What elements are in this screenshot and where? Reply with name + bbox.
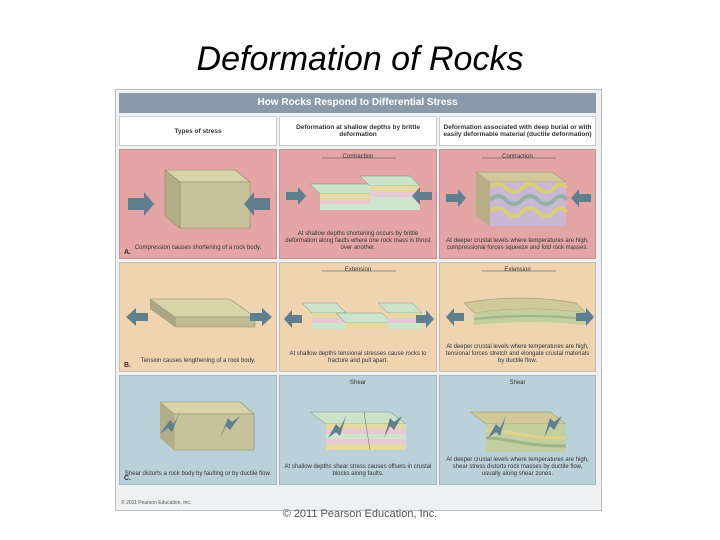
- sheared-block-illustration: [120, 376, 278, 486]
- slide-footer: © 2011 Pearson Education, Inc.: [0, 508, 720, 520]
- row-tension: Tension causes lengthening of a rock bod…: [119, 260, 596, 373]
- stretched-slab-illustration: [120, 263, 278, 373]
- cell-tension-ductile: Extension At deeper crustal levels where…: [439, 262, 596, 372]
- cell-shear-ductile: Shear At deeper crustal levels where tem…: [439, 375, 596, 485]
- cell-shear-stress: Shear distorts a rock body by faulting o…: [119, 375, 277, 485]
- cell-compression-ductile: Contraction At deeper crustal levels whe…: [439, 149, 596, 259]
- caption: At deeper crustal levels where temperatu…: [444, 457, 591, 478]
- row-shear: Shear distorts a rock body by faulting o…: [119, 373, 596, 486]
- row-compression: Compression causes shortening of a rock …: [119, 147, 596, 260]
- caption: At shallow depths tensional stresses cau…: [284, 351, 432, 365]
- cell-shear-brittle: Shear At shallow depths shear stress cau…: [279, 375, 437, 485]
- cell-compression-brittle: Contraction At shallow depths shortening…: [279, 149, 437, 259]
- caption: At shallow depths shortening occurs by b…: [284, 231, 432, 252]
- row-letter: C.: [124, 475, 131, 482]
- stress-figure: How Rocks Respond to Differential Stress…: [115, 89, 602, 511]
- figure-title: How Rocks Respond to Differential Stress: [119, 93, 596, 113]
- caption: At shallow depths shear stress causes of…: [284, 464, 432, 478]
- column-header-ductile: Deformation associated with deep burial …: [439, 116, 596, 146]
- caption: Shear distorts a rock body by faulting o…: [124, 471, 272, 478]
- column-header-types: Types of stress: [119, 116, 277, 146]
- cell-compression-stress: Compression causes shortening of a rock …: [119, 149, 277, 259]
- row-letter: A.: [124, 249, 131, 256]
- figure-copyright: © 2011 Pearson Education, Inc.: [121, 500, 191, 506]
- caption: Tension causes lengthening of a rock bod…: [124, 358, 272, 365]
- row-letter: B.: [124, 362, 131, 369]
- cell-tension-stress: Tension causes lengthening of a rock bod…: [119, 262, 277, 372]
- caption: At deeper crustal levels where temperatu…: [444, 344, 591, 365]
- caption: Compression causes shortening of a rock …: [124, 245, 272, 252]
- cell-tension-brittle: Extension At shallow depths tensional st…: [279, 262, 437, 372]
- caption: At deeper crustal levels where temperatu…: [444, 238, 591, 252]
- slide-title: Deformation of Rocks: [0, 40, 720, 79]
- compressed-block-illustration: [120, 150, 278, 260]
- column-header-brittle: Deformation at shallow depths by brittle…: [279, 116, 437, 146]
